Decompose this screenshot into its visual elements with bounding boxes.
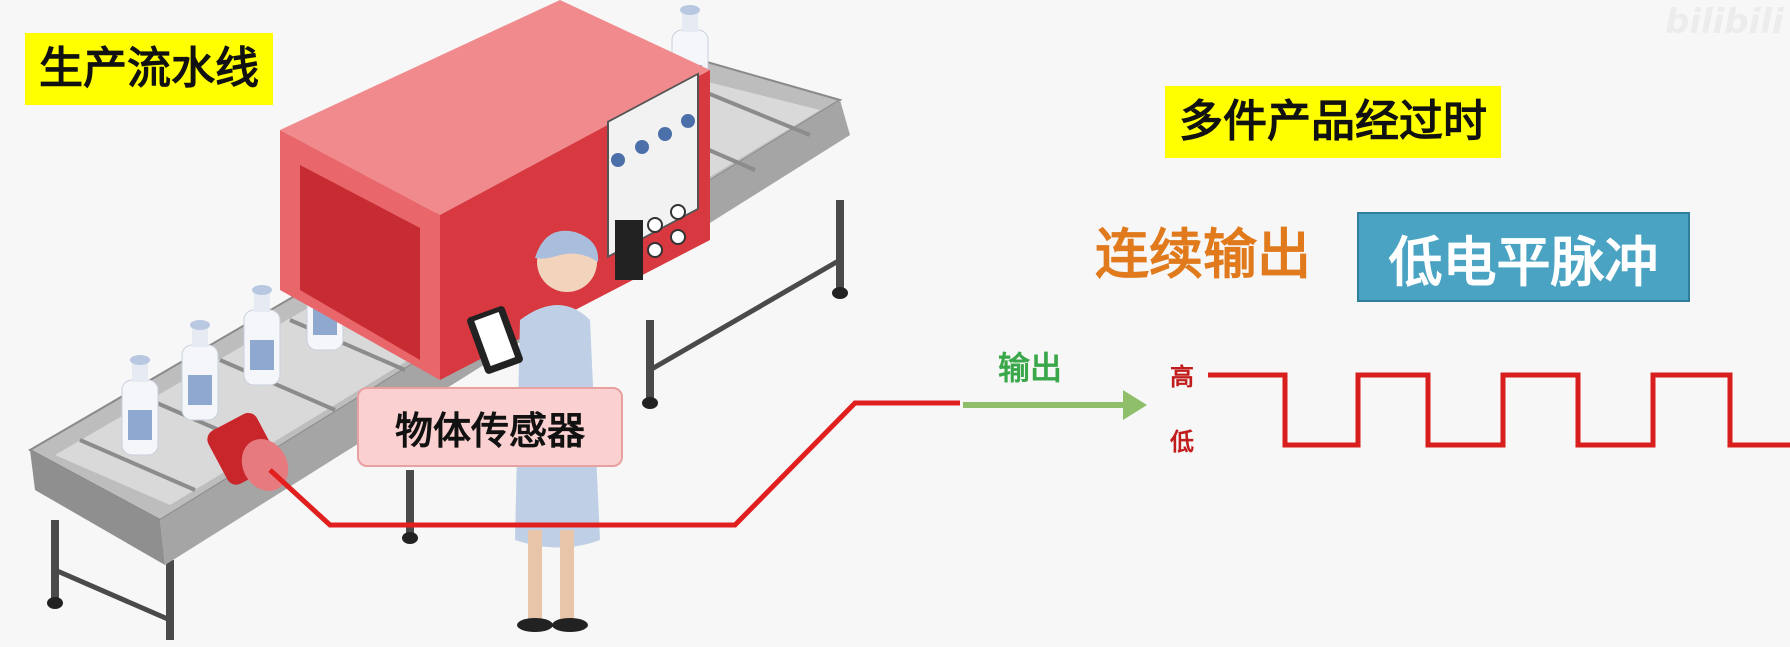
bottle-icon	[121, 355, 159, 456]
inspection-machine	[280, 0, 710, 380]
object-sensor-label: 物体传感器	[394, 408, 585, 453]
continuous-output-label: 连续输出	[1095, 223, 1311, 286]
arrow-right-icon	[963, 390, 1147, 420]
watermark-logo: bilibili	[1665, 2, 1784, 42]
object-sensor-callout: 物体传感器	[357, 387, 623, 467]
bottle-icon	[243, 285, 281, 386]
conveyor-legs	[51, 200, 844, 640]
multiple-products-label: 多件产品经过时	[1165, 86, 1501, 158]
output-label: 输出	[998, 349, 1063, 387]
low-level-pulse-label: 低电平脉冲	[1388, 230, 1659, 294]
conveyor-feet	[47, 287, 848, 609]
production-line-label: 生产流水线	[25, 33, 273, 105]
level-high-label: 高	[1170, 363, 1194, 391]
signal-wire	[268, 400, 960, 528]
level-low-label: 低	[1170, 428, 1194, 456]
low-level-pulse-box: 低电平脉冲	[1357, 212, 1690, 302]
pulse-waveform	[1208, 372, 1790, 448]
bottle-icon	[181, 320, 219, 421]
